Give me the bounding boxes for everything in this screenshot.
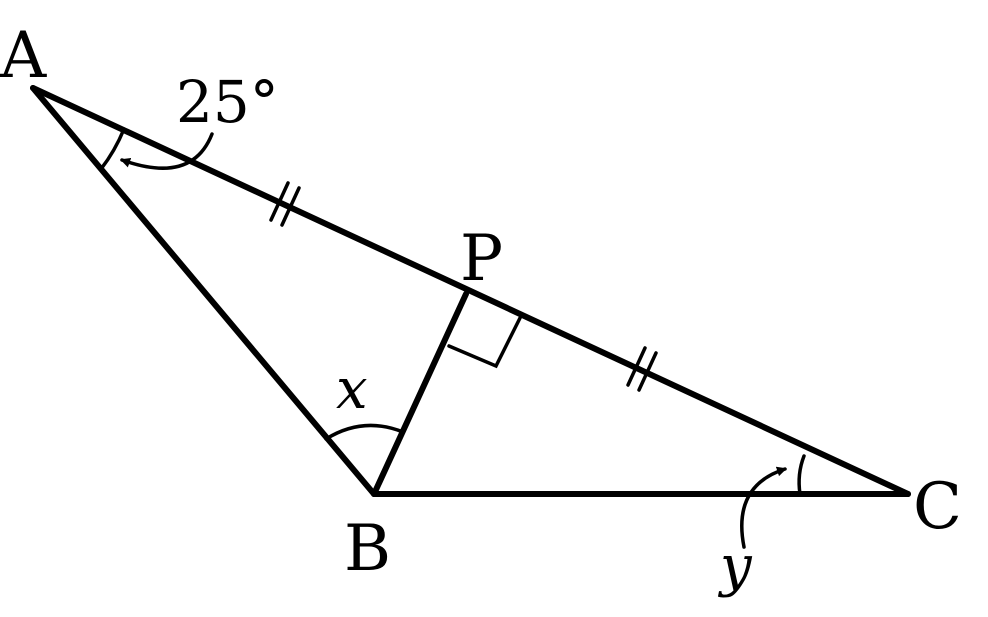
tick-marks-ap [269,181,301,227]
side-ab [30,85,377,497]
vertex-c-label: C [913,470,962,544]
angle-a-label: 25° [176,68,279,136]
vertex-p-label: P [460,222,503,296]
angle-a-arrow [120,132,214,170]
side-ac [30,85,911,497]
right-angle-mark [447,316,522,369]
segment-bp [371,291,469,497]
angle-arc-y [797,454,806,496]
vertex-b-label: B [344,512,391,586]
angle-arc-x [324,423,405,441]
angle-arc-a [99,127,126,171]
vertex-a-label: A [0,19,47,93]
angle-y-label: y [717,534,753,599]
tick-marks-pc [626,346,658,392]
angle-y-arrow [740,466,787,549]
angle-x-label: x [336,357,368,422]
